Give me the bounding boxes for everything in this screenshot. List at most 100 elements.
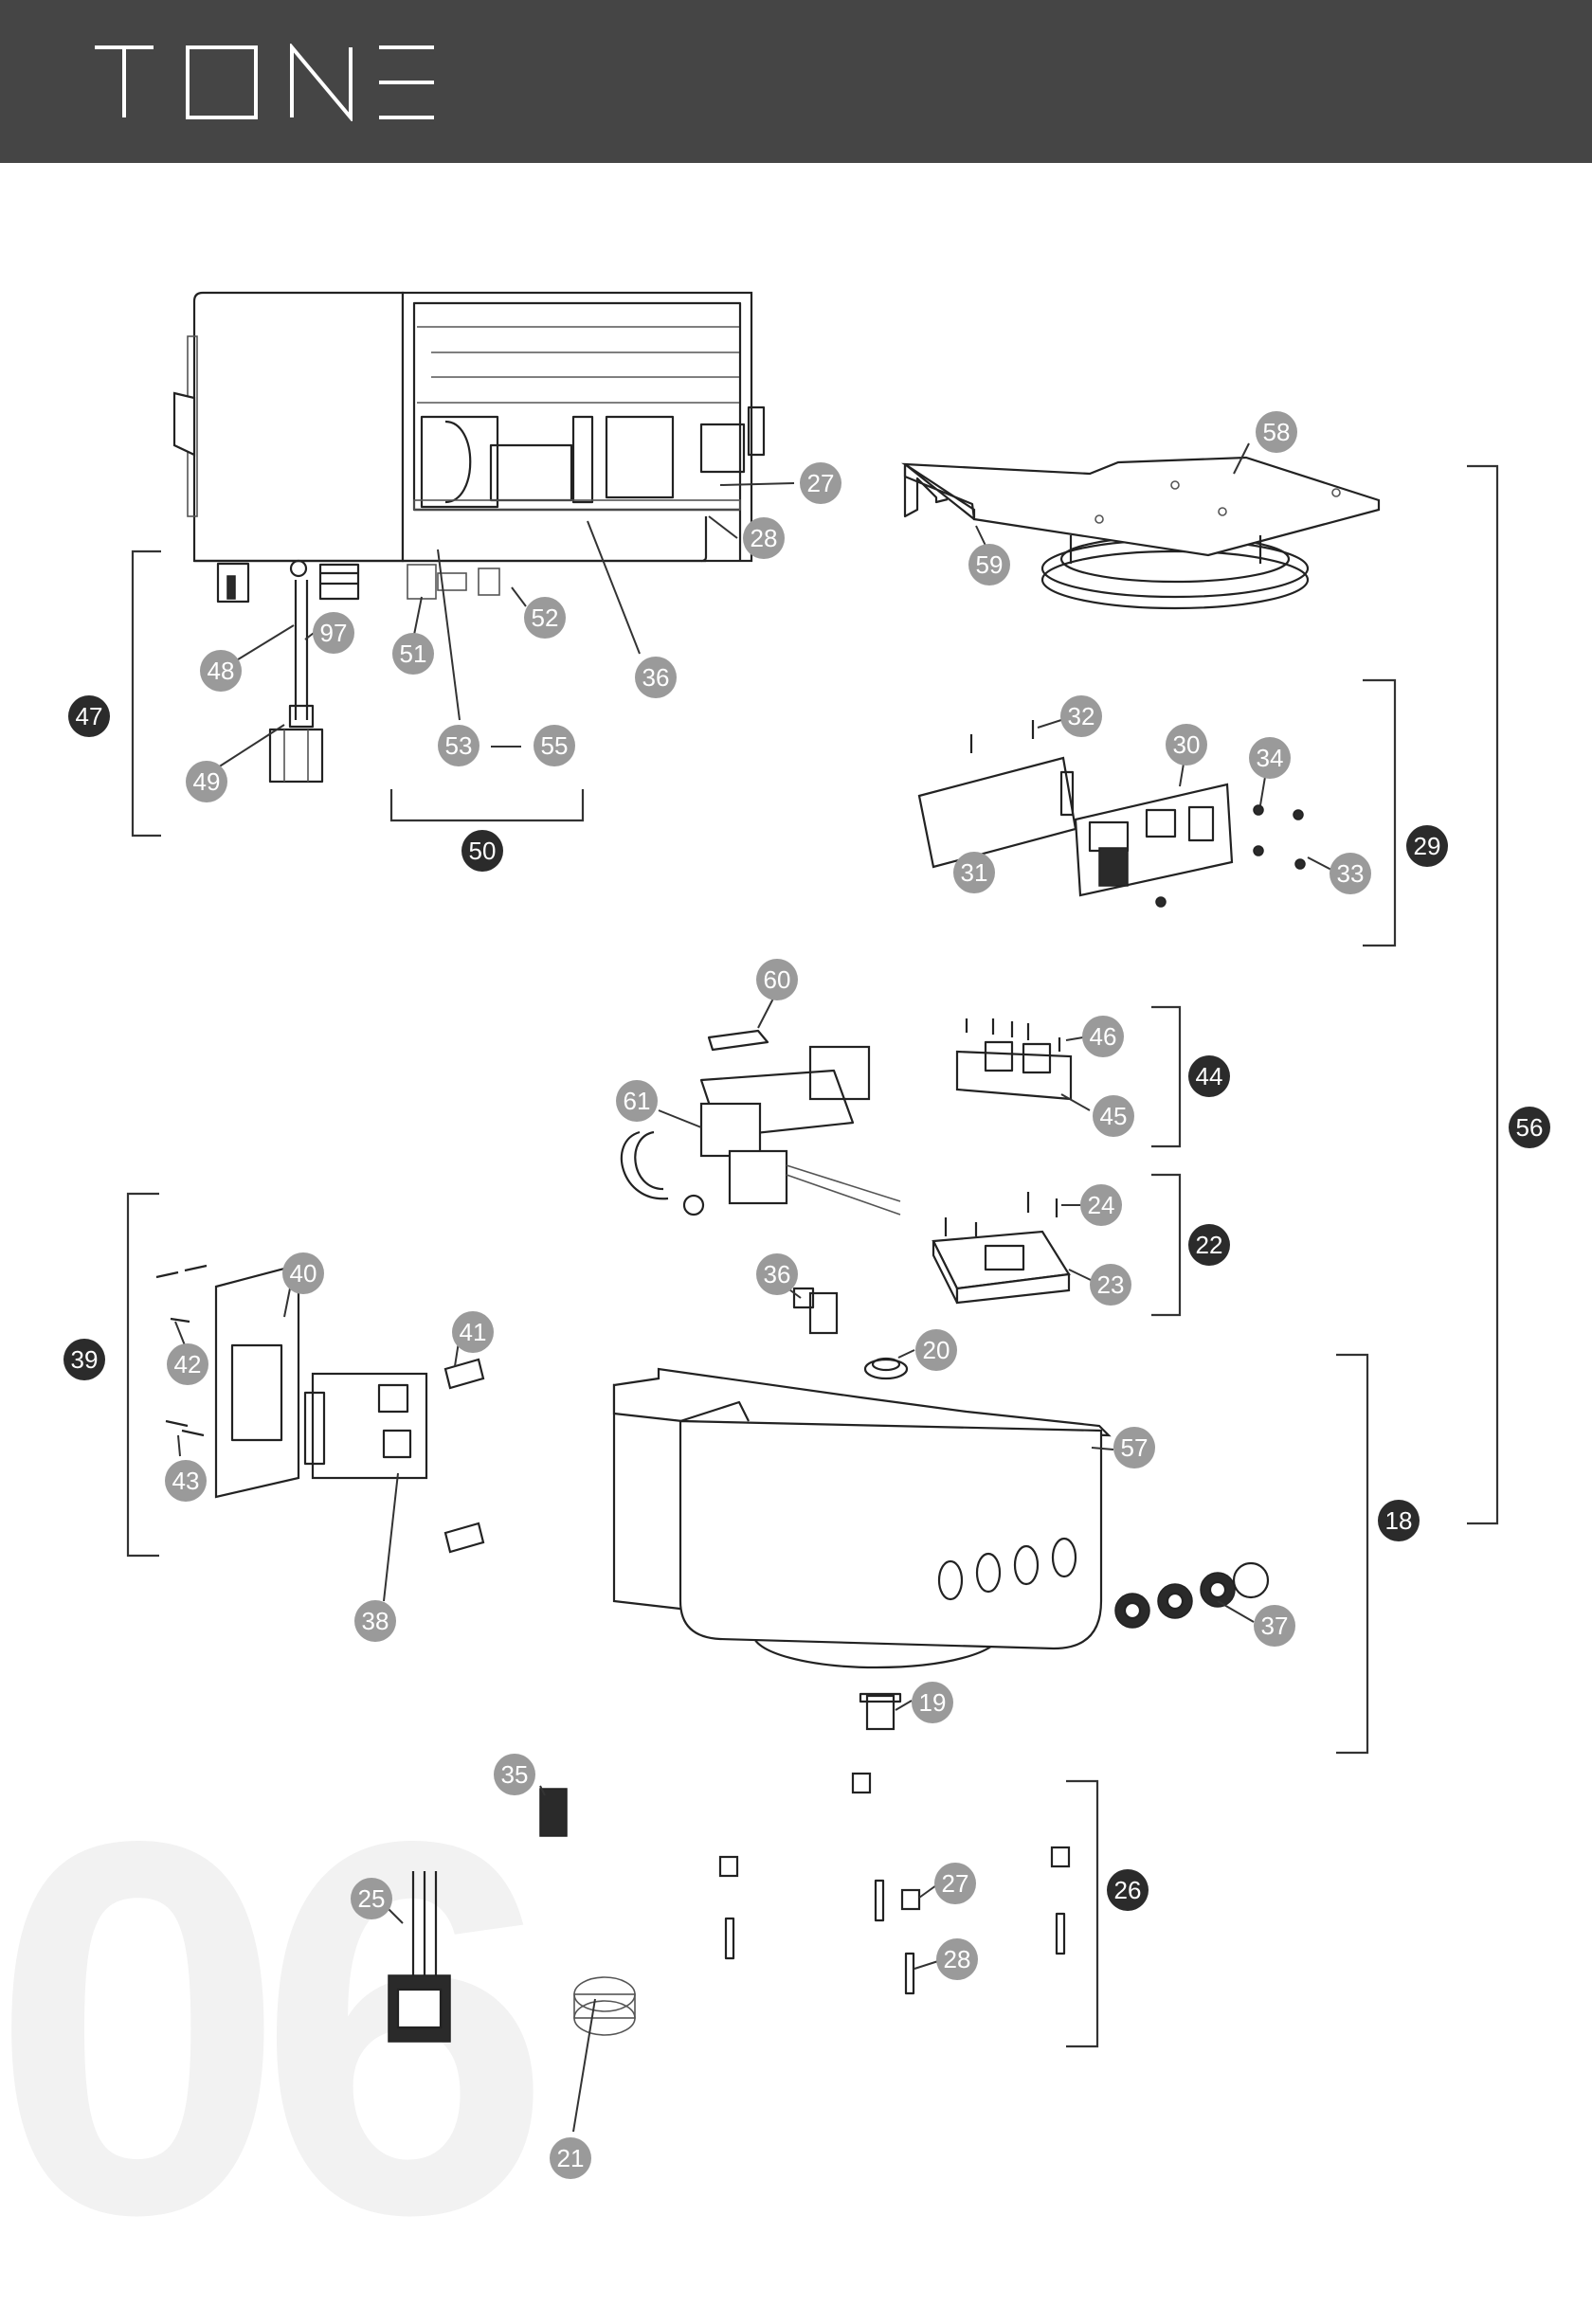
callout-18: 18 (1378, 1500, 1420, 1541)
callout-20: 20 (915, 1329, 957, 1371)
svg-text:21: 21 (557, 2144, 585, 2172)
svg-text:43: 43 (172, 1467, 200, 1495)
svg-text:37: 37 (1261, 1612, 1289, 1640)
callout-59: 59 (968, 544, 1010, 586)
tank-body-drawing (612, 1367, 1112, 1669)
callout-30: 30 (1166, 724, 1207, 766)
svg-text:45: 45 (1100, 1102, 1128, 1130)
svg-text:20: 20 (923, 1336, 950, 1364)
callout-38: 38 (354, 1600, 396, 1642)
callout-60: 60 (756, 959, 798, 1000)
pcb-assembly-drawing (917, 720, 1306, 908)
callout-22: 22 (1188, 1224, 1230, 1266)
svg-text:60: 60 (764, 965, 791, 994)
svg-text:44: 44 (1196, 1062, 1223, 1090)
svg-text:19: 19 (919, 1688, 947, 1717)
svg-text:59: 59 (976, 550, 1004, 579)
svg-text:50: 50 (469, 837, 497, 865)
small-parts-drawing (718, 1692, 1071, 1995)
svg-text:33: 33 (1337, 859, 1365, 888)
callout-48: 48 (200, 650, 242, 692)
callout-24: 24 (1080, 1184, 1122, 1226)
elbow-fitting-drawing (792, 1287, 909, 1380)
page-number: 06 (0, 1731, 552, 2324)
callout-39: 39 (63, 1339, 105, 1380)
callout-35: 35 (494, 1754, 535, 1795)
callout-49: 49 (186, 761, 227, 802)
callout-45: 45 (1093, 1095, 1134, 1137)
tone-logo (95, 44, 434, 121)
svg-text:27: 27 (807, 469, 835, 497)
svg-text:56: 56 (1516, 1113, 1544, 1142)
page-header (0, 0, 1592, 163)
terminal-block-drawing (955, 1018, 1073, 1101)
unit-cutaway-drawing (172, 291, 766, 784)
callout-32: 32 (1060, 695, 1102, 737)
callout-23: 23 (1090, 1264, 1131, 1306)
svg-text:35: 35 (501, 1760, 529, 1789)
svg-text:32: 32 (1068, 702, 1095, 730)
callout-55: 55 (534, 725, 575, 766)
callout-33: 33 (1330, 853, 1371, 894)
svg-text:41: 41 (460, 1318, 487, 1346)
svg-text:23: 23 (1097, 1270, 1125, 1299)
svg-text:27: 27 (942, 1869, 969, 1898)
svg-text:55: 55 (541, 731, 569, 760)
leader-lines (174, 442, 1332, 2133)
callout-31: 31 (953, 852, 995, 893)
svg-text:39: 39 (71, 1345, 99, 1374)
callout-44: 44 (1188, 1055, 1230, 1097)
callout-19: 19 (912, 1682, 953, 1723)
callout-26: 26 (1107, 1869, 1149, 1911)
transformer-drawing (932, 1192, 1071, 1305)
svg-text:61: 61 (624, 1087, 651, 1115)
callout-53: 53 (438, 725, 479, 766)
callout-52: 52 (524, 597, 566, 639)
svg-text:52: 52 (532, 604, 559, 632)
svg-text:40: 40 (290, 1259, 317, 1288)
callout-29: 29 (1406, 825, 1448, 867)
svg-text:25: 25 (358, 1884, 386, 1913)
svg-text:42: 42 (174, 1350, 202, 1378)
svg-text:38: 38 (362, 1607, 389, 1635)
switch-assembly-drawing (155, 1263, 485, 1554)
svg-text:58: 58 (1263, 418, 1291, 446)
callout-28: 28 (936, 1938, 978, 1980)
callout-47: 47 (68, 695, 110, 737)
svg-text:47: 47 (76, 702, 103, 730)
svg-text:26: 26 (1114, 1876, 1142, 1904)
valve-block-drawing (620, 1029, 901, 1216)
svg-text:57: 57 (1121, 1433, 1149, 1462)
callout-37: 37 (1254, 1605, 1295, 1647)
svg-text:49: 49 (193, 767, 221, 796)
callout-40: 40 (282, 1252, 324, 1294)
callout-58: 58 (1256, 411, 1297, 453)
exploded-parts-diagram: 58 27 28 59 97 48 47 51 52 36 49 53 55 5… (63, 291, 1550, 2179)
callout-27: 27 (800, 462, 841, 504)
svg-text:18: 18 (1385, 1506, 1413, 1535)
callout-46: 46 (1082, 1016, 1124, 1057)
callout-labels: 58 27 28 59 97 48 47 51 52 36 49 53 55 5… (63, 411, 1550, 2179)
callout-50: 50 (461, 830, 503, 872)
callout-21: 21 (550, 2137, 591, 2179)
callout-41: 41 (452, 1311, 494, 1353)
svg-text:29: 29 (1414, 832, 1441, 860)
grouping-brackets (126, 464, 1499, 2048)
svg-text:36: 36 (764, 1260, 791, 1288)
svg-text:48: 48 (208, 657, 235, 685)
callout-56: 56 (1509, 1107, 1550, 1148)
callout-36: 36 (635, 657, 677, 698)
svg-text:97: 97 (320, 619, 348, 647)
svg-text:28: 28 (751, 524, 778, 552)
svg-text:51: 51 (400, 640, 427, 668)
svg-text:22: 22 (1196, 1231, 1223, 1259)
svg-text:53: 53 (445, 731, 473, 760)
callout-51: 51 (392, 633, 434, 675)
callout-27: 27 (934, 1863, 976, 1904)
callout-28: 28 (743, 517, 785, 559)
callout-34: 34 (1249, 737, 1291, 779)
callout-57: 57 (1113, 1427, 1155, 1468)
svg-text:36: 36 (642, 663, 670, 692)
callout-36: 36 (756, 1253, 798, 1295)
cable-glands-drawing (1114, 1561, 1270, 1629)
